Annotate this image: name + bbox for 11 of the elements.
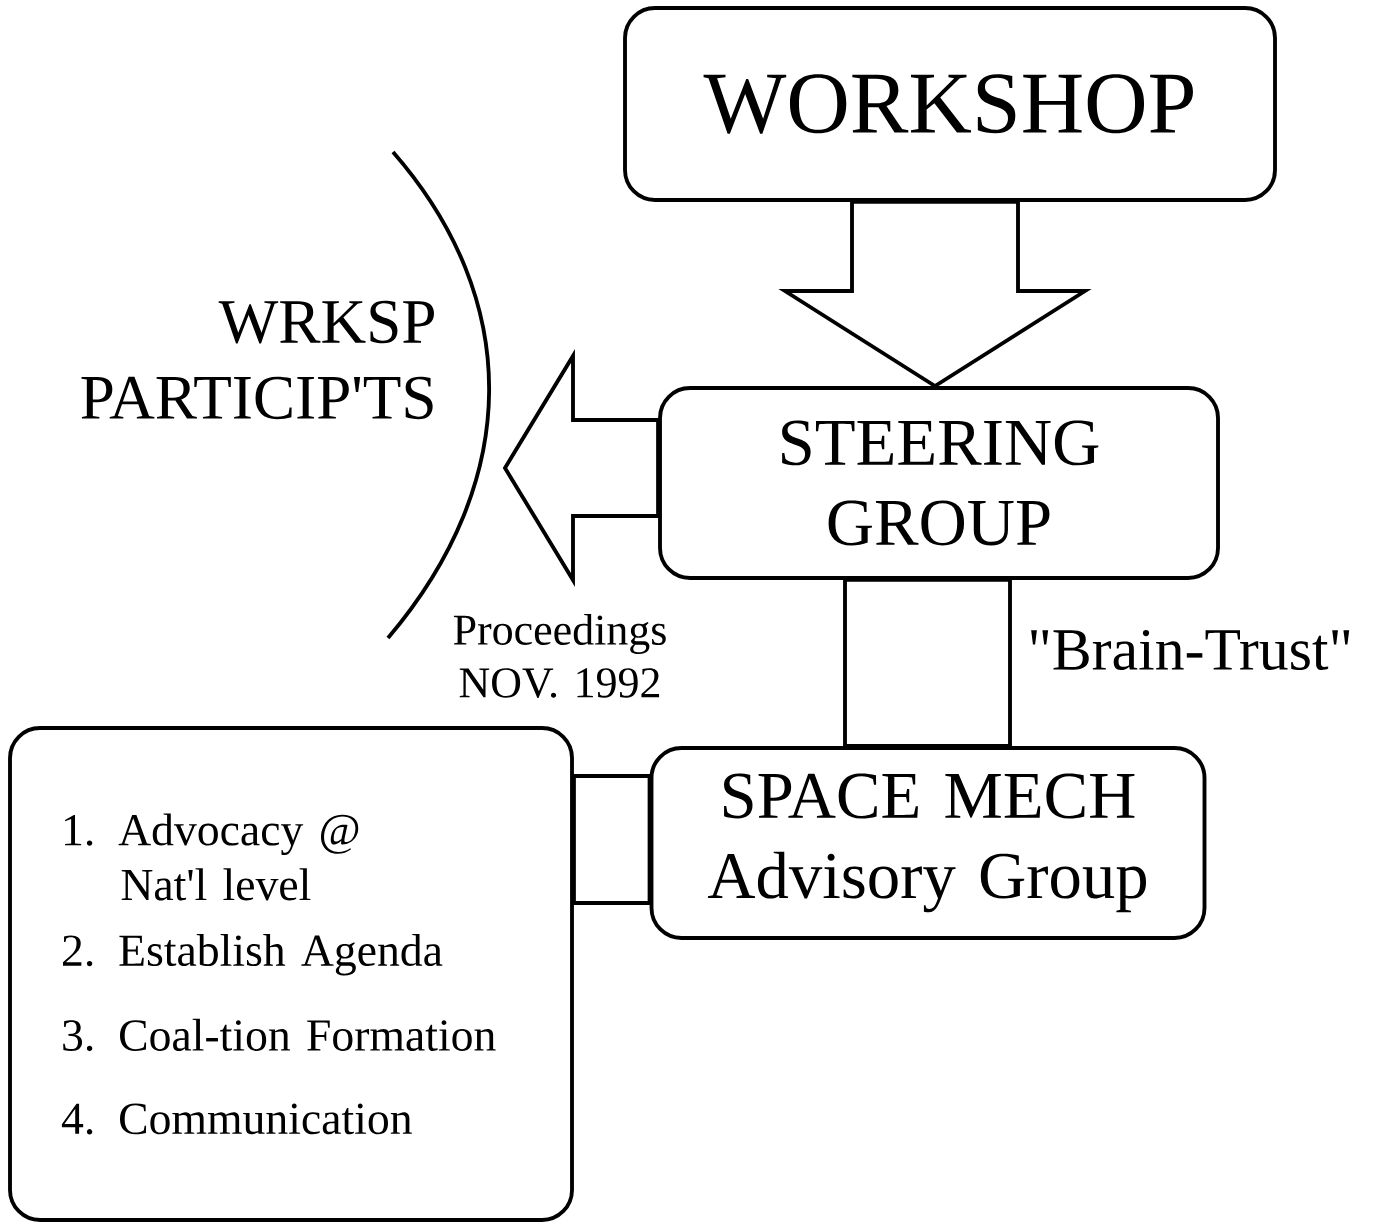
double-line-connector <box>572 774 652 905</box>
list-box: 1. Advocacy @ Nat'l level 2. Establish Agenda 3. Coal-tion Formation 4. Communication <box>8 726 574 1222</box>
double-line-connector <box>843 577 1012 748</box>
process-box: WORKSHOP <box>623 6 1277 202</box>
process-box: STEERING GROUP <box>658 386 1220 580</box>
edge-label: "Brain-Trust" <box>1023 626 1357 674</box>
note-label: Proceedings NOV. 1992 <box>453 614 666 698</box>
process-box: SPACE MECH Advisory Group <box>649 746 1207 940</box>
block-arrow <box>502 349 660 587</box>
participants-label: WRKSP PARTICIP'TS <box>81 300 434 420</box>
block-arrow <box>778 200 1092 389</box>
